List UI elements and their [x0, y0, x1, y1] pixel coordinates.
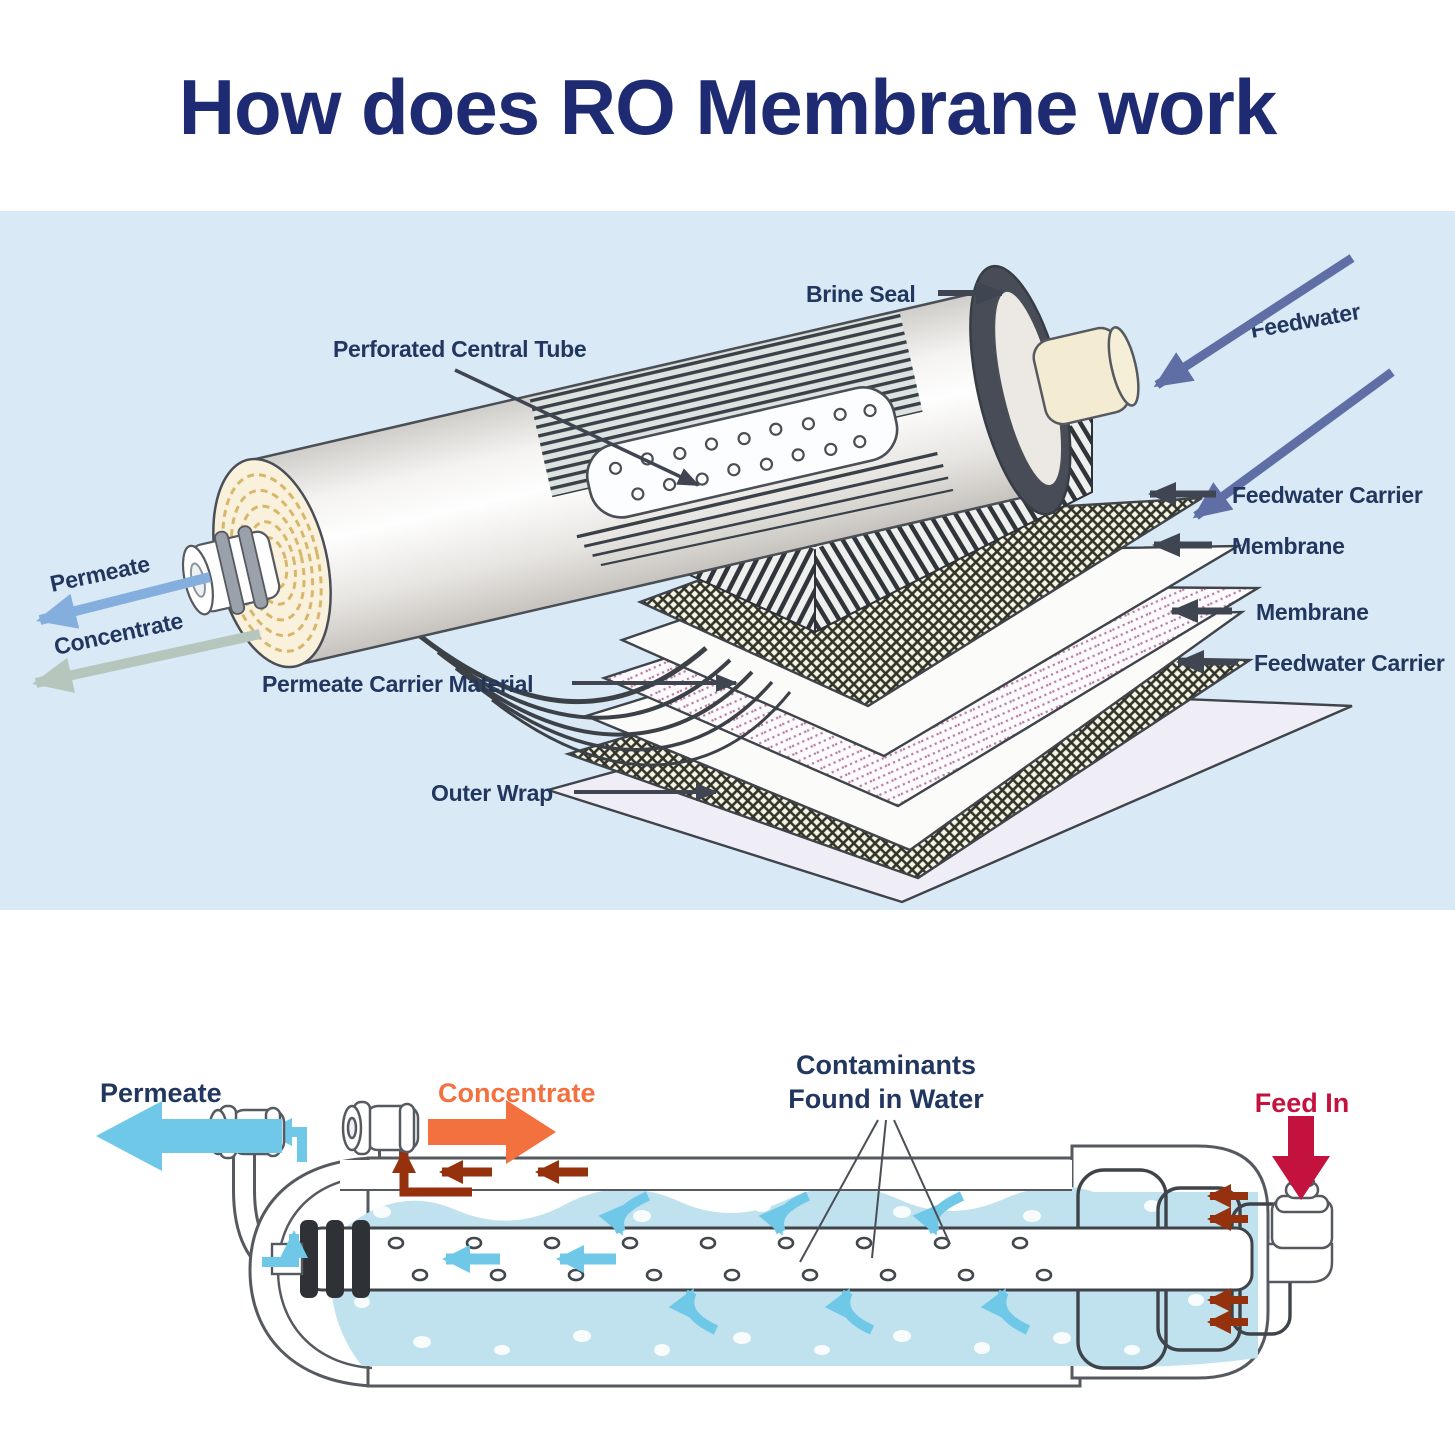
- concentrate-arrow: [32, 629, 262, 693]
- concentrate-elbow-arrow: [392, 1149, 472, 1197]
- permeate-elbow-arrow-inner: [262, 1230, 308, 1267]
- bottom-diagram: Permeate Concentrate Contaminants Found …: [96, 1050, 1350, 1388]
- perforated-central-tube-label: Perforated Central Tube: [333, 336, 586, 362]
- unrolled-membrane-leaves: [418, 634, 792, 767]
- feedwater-arrow-lower: [1192, 368, 1395, 520]
- contaminants-label-line1: Contaminants: [796, 1050, 976, 1080]
- contaminant-specks: [354, 1200, 1204, 1356]
- layer-stripes-below-tube: [576, 451, 954, 567]
- membrane-2-label: Membrane: [1256, 599, 1369, 625]
- brine-seal-label: Brine Seal: [806, 281, 916, 307]
- page-title: How does RO Membrane work: [178, 63, 1278, 151]
- tube-end-seals: [300, 1220, 370, 1298]
- contaminants-label-line2: Found in Water: [788, 1084, 984, 1114]
- permeate-carrier-material-label: Permeate Carrier Material: [262, 671, 533, 697]
- top-diagram-callouts: Brine Seal Feedwater Perforated Central …: [32, 254, 1445, 806]
- concentrate-bottom-label: Concentrate: [438, 1078, 596, 1108]
- feed-elbow: [1266, 1242, 1334, 1284]
- permeate-bottom-label: Permeate: [100, 1078, 222, 1108]
- outer-wrap-label: Outer Wrap: [431, 780, 553, 806]
- concentrate-out-arrow: [428, 1100, 556, 1164]
- feed-in-label: Feed In: [1255, 1088, 1350, 1118]
- tube-perforations: [608, 403, 877, 501]
- feed-in-arrow: [1272, 1116, 1330, 1200]
- membrane-element-cylinder: [181, 264, 1140, 669]
- membrane-1-label: Membrane: [1232, 533, 1345, 559]
- feedwater-carrier-2-label: Feedwater Carrier: [1254, 650, 1445, 676]
- concentrate-fitting: [341, 1100, 420, 1156]
- permeate-out-arrow: [96, 1101, 282, 1171]
- flow-arrows: [262, 1118, 1248, 1335]
- perforated-central-tube: [585, 386, 899, 519]
- central-collection-tube: [270, 1220, 1254, 1298]
- feedwater-arrow-upper: [1153, 254, 1355, 389]
- feed-end-stub: [1032, 326, 1140, 426]
- permeate-arrow: [36, 572, 212, 629]
- contaminants-pointer-lines: [799, 1119, 951, 1263]
- perforated-central-tube-pointer: [454, 368, 700, 487]
- tube-holes: [387, 1236, 1053, 1282]
- osmosis-arrows: [598, 1191, 1031, 1335]
- feedwater-carrier-1-label: Feedwater Carrier: [1232, 482, 1423, 508]
